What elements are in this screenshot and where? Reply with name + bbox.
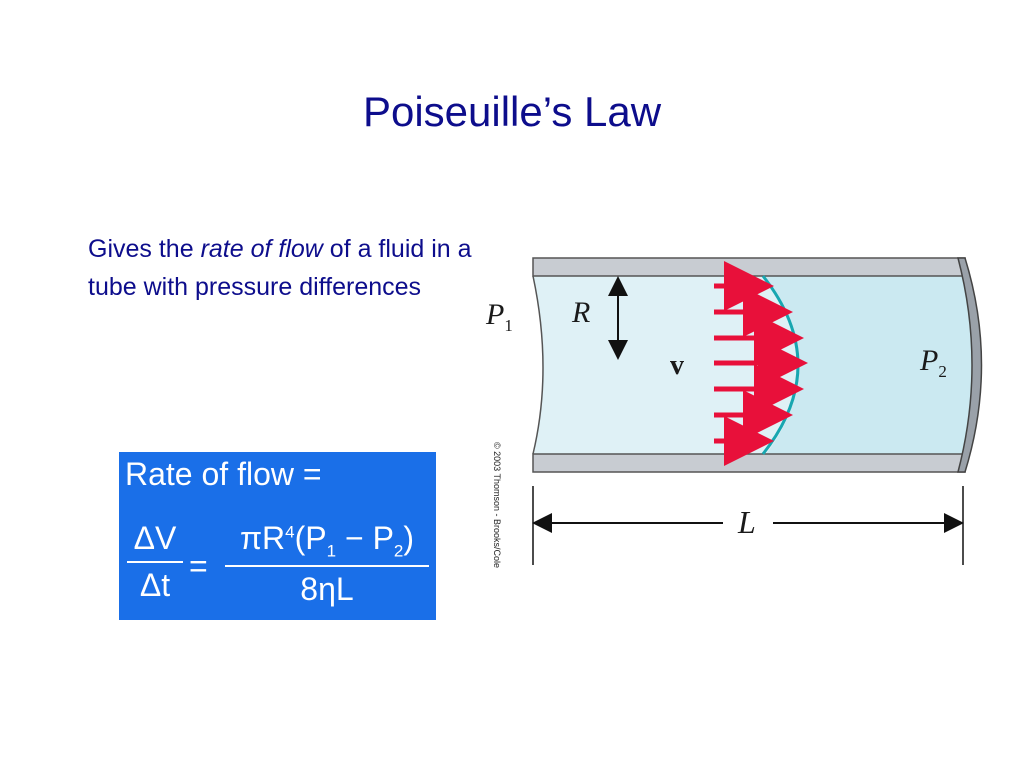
fraction-rhs: πR4(P1 − P2) 8ηL [225,520,429,608]
fraction-lhs: ΔV Δt [127,520,183,604]
description-emphasis: rate of flow [200,235,323,263]
slide-title: Poiseuille’s Law [362,88,662,135]
copyright-note: © 2003 Thomson - Brooks/Cole [490,442,504,572]
description-prefix: Gives the [88,235,201,263]
label-l: L [738,504,756,540]
tube-wall-bottom [532,453,966,473]
rhs-numerator: πR4(P1 − P2) [225,520,429,561]
description-text: Gives the rate of flow of a fluid in a t… [88,230,488,306]
formula-line-rate: Rate of flow = [125,456,322,492]
advanced-fluid-region [763,276,976,458]
lhs-numerator: ΔV [133,520,177,556]
rhs-paren-open: (P [294,520,327,556]
formula-equals: = [189,548,208,584]
lhs-denominator: Δt [139,567,171,603]
rhs-minus: − P [336,520,394,556]
formula-box: Rate of flow = ΔV Δt = πR4(P1 − P2) 8ηL [119,452,436,620]
lhs-fraction-bar [127,561,183,563]
tube-wall-top [532,257,966,277]
description-suffix: of a fluid in a tube with pressure diffe… [88,235,472,301]
rhs-paren-close: ) [403,520,415,556]
rhs-fraction-bar [225,565,429,568]
rhs-sub2: 2 [393,541,404,561]
label-v: v [670,350,684,381]
rhs-denominator: 8ηL [300,571,354,608]
copyright-text: © 2003 Thomson - Brooks/Cole [492,442,502,569]
label-p1: P1 [486,298,513,335]
tube-end-left [532,275,544,455]
rhs-sub1: 1 [326,541,337,561]
tube-diagram [532,257,983,565]
label-p2: P2 [920,344,947,381]
rhs-exponent: 4 [285,522,295,542]
rhs-pi-r: πR [239,520,286,556]
label-r: R [572,296,591,329]
tube-end-right [957,257,983,473]
